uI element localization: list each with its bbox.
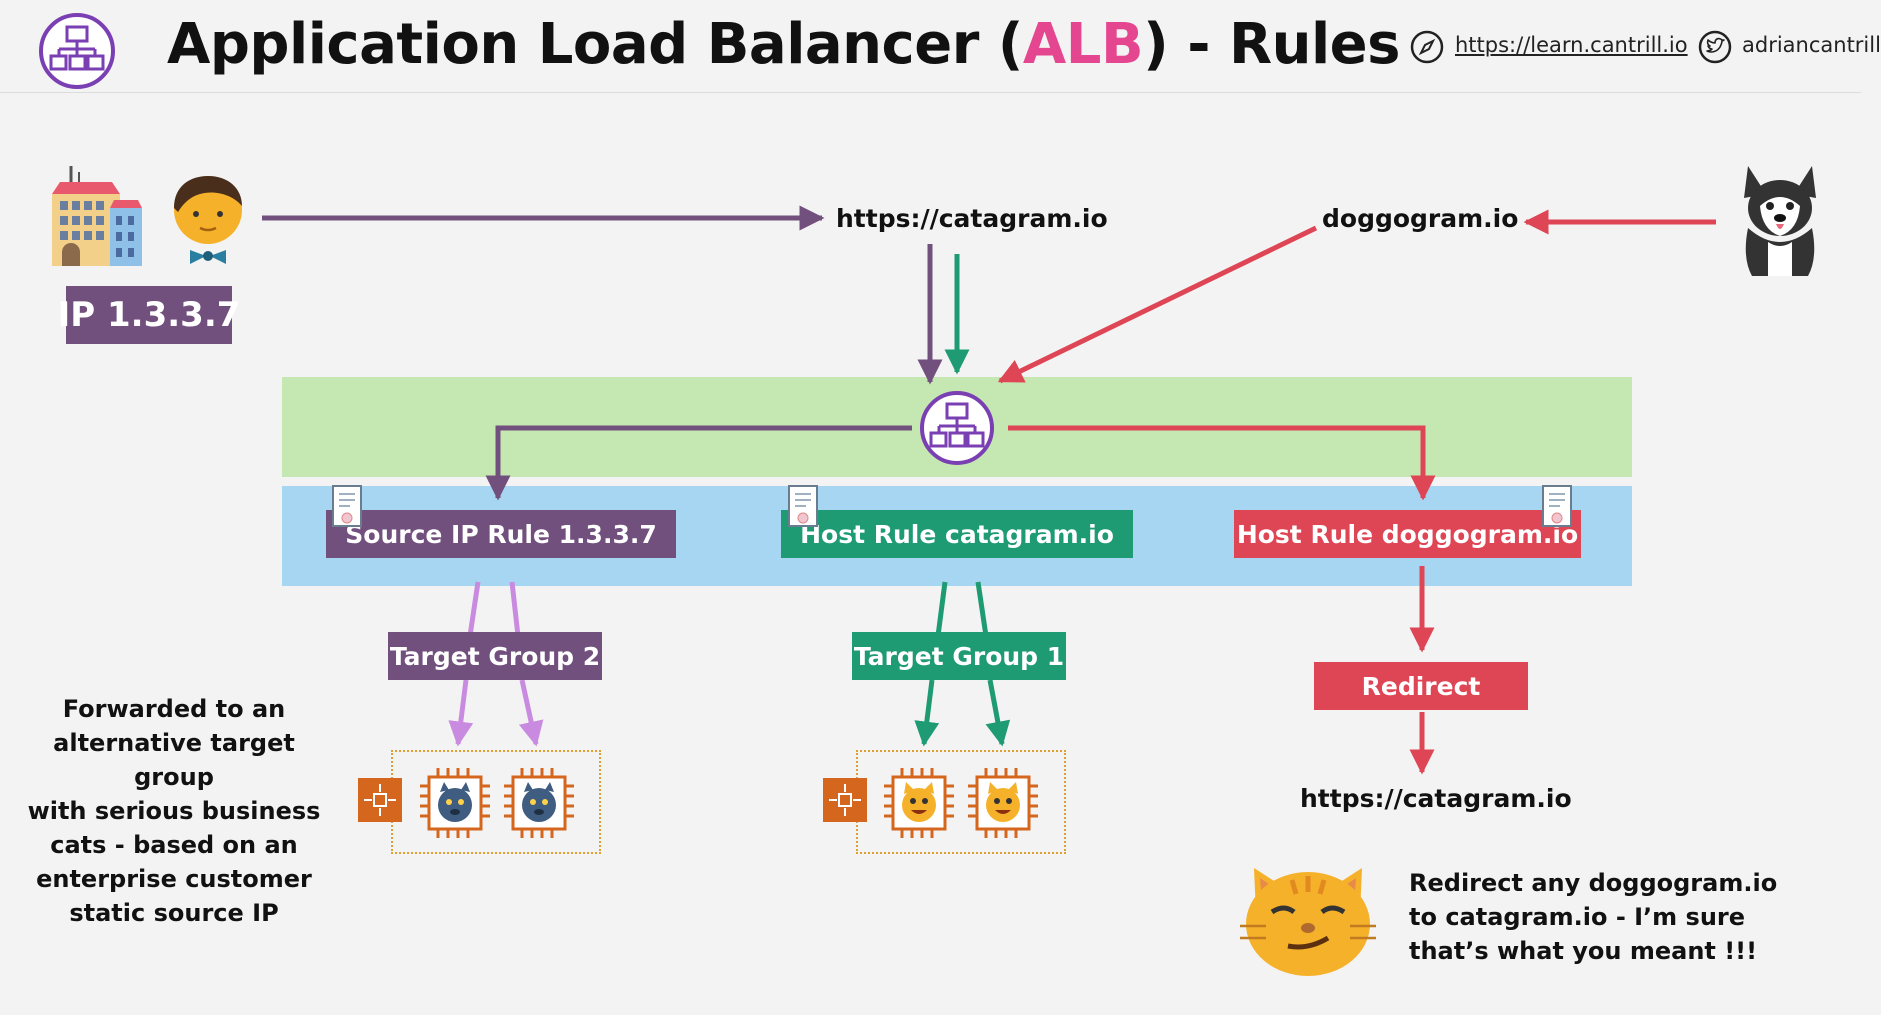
load-balancer-icon (39, 13, 115, 89)
certificate-icon (788, 485, 818, 527)
target-group-1: Target Group 1 (852, 632, 1066, 680)
arrow-source-rule-to-tg2-b (509, 581, 521, 637)
panther-instance-icon (504, 768, 574, 838)
husky-dog-icon (1744, 166, 1816, 276)
certificate-icon (332, 485, 362, 527)
cat-instance-icon (884, 768, 954, 838)
right-note: Redirect any doggogram.io to catagram.io… (1409, 869, 1778, 965)
arrow-host-rule-to-tg1-b (975, 581, 989, 637)
redirect-action: Redirect (1314, 662, 1528, 710)
host-rule-catagram: Host Rule catagram.io (781, 510, 1133, 558)
target-group-2: Target Group 2 (388, 632, 602, 680)
alb-node-icon (920, 391, 994, 465)
doggogram-request-label: doggogram.io (1322, 204, 1519, 233)
compass-icon (1410, 30, 1444, 64)
client-ip-label: IP 1.3.3.7 (58, 286, 240, 344)
website-link[interactable]: https://learn.cantrill.io (1455, 33, 1688, 57)
catagram-request-label: https://catagram.io (836, 204, 1108, 233)
arrow-alb-to-doggogram-rule (1008, 425, 1436, 501)
arrow-source-rule-to-tg2-a (467, 581, 481, 637)
arrow-host-rule-to-tg1-a (935, 581, 948, 637)
source-ip-rule: Source IP Rule 1.3.3.7 (326, 510, 676, 558)
office-building-icon (52, 166, 142, 266)
businessman-icon (174, 176, 242, 264)
arrow-alb-to-source-rule (485, 425, 912, 501)
arrow-tg2-to-instance-1 (448, 679, 474, 747)
cat-instance-icon (968, 768, 1038, 838)
arrow-tg2-to-instance-2 (518, 679, 544, 747)
redirect-destination: https://catagram.io (1300, 784, 1572, 813)
header: Application Load Balancer (ALB) - Rules … (0, 0, 1881, 93)
twitter-handle[interactable]: adriancantrill (1742, 33, 1881, 57)
panther-instance-icon (420, 768, 490, 838)
smirking-cat-icon (1240, 868, 1376, 976)
arrow-tg1-to-instance-1 (914, 679, 940, 747)
arrow-tg1-to-instance-2 (985, 679, 1011, 747)
twitter-icon (1698, 30, 1732, 64)
page-title: Application Load Balancer (ALB) - Rules (167, 12, 1400, 77)
left-note: Forwarded to an alternative target group… (27, 695, 321, 927)
alb-accent: ALB (1022, 12, 1144, 77)
auto-scaling-icon (358, 778, 402, 822)
arrow-doggogram-to-alb (997, 225, 1318, 384)
certificate-icon (1542, 485, 1572, 527)
auto-scaling-icon (823, 778, 867, 822)
host-rule-doggogram: Host Rule doggogram.io (1234, 510, 1581, 558)
